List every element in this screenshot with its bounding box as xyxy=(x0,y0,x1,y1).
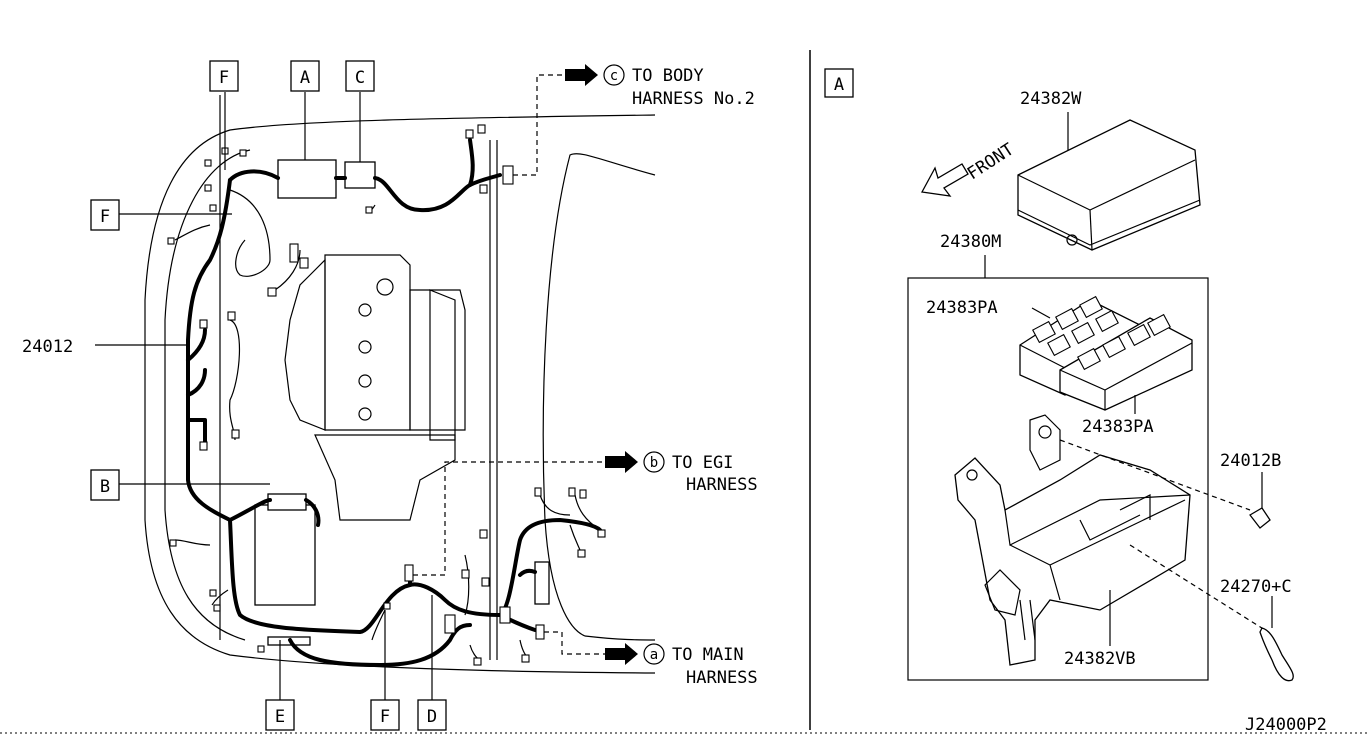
svg-text:a: a xyxy=(650,647,658,663)
part-label-assembly: 24380M xyxy=(940,232,1001,252)
relay-box-b xyxy=(267,493,307,511)
fender-line xyxy=(542,153,656,641)
circle-marker xyxy=(603,64,625,86)
clip-part: 24270+C xyxy=(1129,544,1294,682)
svg-text:b: b xyxy=(650,455,658,471)
callout-c: C xyxy=(345,60,375,92)
callout-b: B xyxy=(90,469,120,501)
part-label-block-upper: 24383PA xyxy=(926,298,998,318)
relay-box-a xyxy=(277,159,337,199)
callout-c-label: C xyxy=(355,68,365,88)
connection-body-line2: HARNESS No.2 xyxy=(632,89,755,109)
relay-box-c xyxy=(344,161,376,189)
connector-block-right xyxy=(534,561,550,605)
svg-text:c: c xyxy=(610,68,618,84)
connection-egi-line2: HARNESS xyxy=(686,475,758,495)
callout-e-label: E xyxy=(275,707,285,727)
body-outline-inner xyxy=(164,149,251,641)
assembly-frame xyxy=(907,277,1209,681)
svg-text:A: A xyxy=(834,75,844,95)
engine-compartment-view xyxy=(95,74,656,700)
arrow-right-icon xyxy=(605,643,638,665)
connection-main-line1: TO MAIN xyxy=(672,645,744,665)
connection-main: a TO MAIN HARNESS xyxy=(605,643,758,688)
circle-marker xyxy=(643,643,665,665)
engine-block xyxy=(284,254,466,521)
connectors xyxy=(167,124,606,666)
callout-f-top: F xyxy=(209,60,239,92)
callout-f-bottom-label: F xyxy=(380,707,390,727)
callout-a: A xyxy=(290,60,320,92)
connection-main-line2: HARNESS xyxy=(686,668,758,688)
connection-dashes xyxy=(413,74,605,655)
fuse-block-lower xyxy=(1059,313,1193,411)
callout-e: E xyxy=(265,699,295,731)
connection-body: c TO BODY HARNESS No.2 xyxy=(565,64,755,109)
callout-f-left-label: F xyxy=(100,207,110,227)
front-direction: FRONT xyxy=(920,140,1018,197)
leader-lines xyxy=(95,92,433,700)
diagram-code: J24000P2 xyxy=(1245,715,1327,735)
callout-f-bottom: F xyxy=(370,699,400,731)
part-label-clip: 24270+C xyxy=(1220,577,1292,597)
callout-a-label: A xyxy=(300,68,310,88)
circle-marker xyxy=(643,451,665,473)
fuse-block-upper xyxy=(1019,295,1141,396)
callout-f-left: F xyxy=(90,199,120,231)
bolt-part: 24012B xyxy=(1059,439,1281,529)
part-label-bolt: 24012B xyxy=(1220,451,1281,471)
callout-b-label: B xyxy=(100,477,110,497)
arrow-right-icon xyxy=(565,64,598,86)
main-harness xyxy=(186,138,602,667)
fuse-box-bracket xyxy=(954,414,1191,666)
connection-egi-line1: TO EGI xyxy=(672,453,733,473)
battery xyxy=(254,504,316,606)
arrow-right-icon xyxy=(605,451,638,473)
section-box-a: A xyxy=(824,68,854,98)
front-label: FRONT xyxy=(964,140,1018,185)
part-label-harness: 24012 xyxy=(22,337,73,357)
connection-body-line1: TO BODY xyxy=(632,66,704,86)
callout-d: D xyxy=(417,699,447,731)
callout-f-top-label: F xyxy=(219,68,229,88)
part-label-bracket: 24382VB xyxy=(1064,649,1136,669)
part-label-cover: 24382W xyxy=(1020,89,1082,109)
fuse-box-cover: 24382W xyxy=(1017,89,1201,251)
connection-egi: b TO EGI HARNESS xyxy=(605,451,758,495)
part-label-block-lower: 24383PA xyxy=(1082,417,1154,437)
callout-d-label: D xyxy=(427,707,437,727)
arrow-front-icon xyxy=(920,163,969,197)
detail-view-a: A FRONT 24382W 24380M xyxy=(824,68,1327,735)
